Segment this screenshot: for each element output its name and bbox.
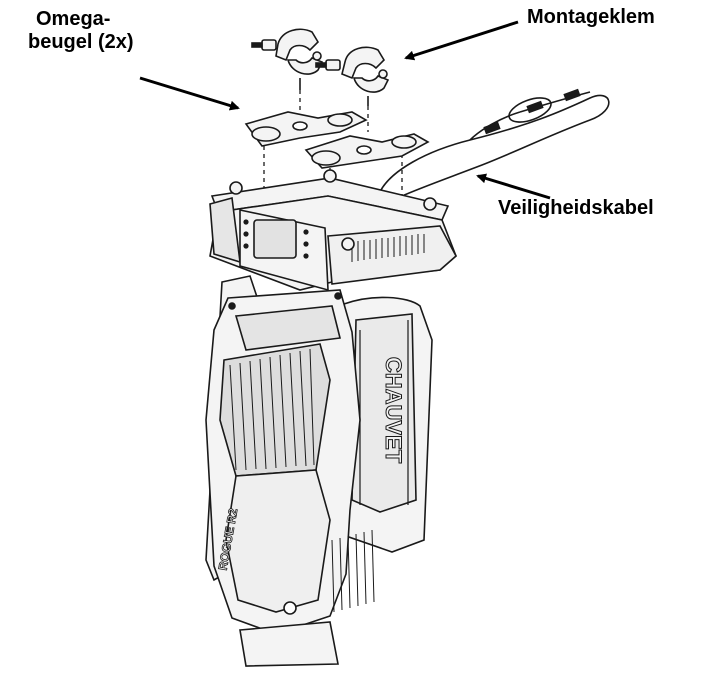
clamp-right — [315, 46, 390, 106]
arrow-cable — [476, 173, 551, 200]
mounting-clamps — [251, 28, 390, 106]
omega-brackets — [244, 111, 430, 169]
label-omega-bracket-line2: beugel (2x) — [28, 31, 134, 53]
lower-fins — [331, 529, 375, 613]
callout-arrows — [139, 20, 551, 200]
clamp-left — [251, 28, 324, 90]
base-vents — [351, 234, 425, 262]
head-cooling-fins — [229, 348, 315, 471]
label-safety-cable: Veiligheidskabel — [498, 197, 654, 219]
label-mounting-clamp: Montageklem — [527, 6, 655, 28]
control-buttons — [243, 219, 309, 259]
arrow-omega — [139, 76, 240, 111]
fixture-base — [209, 169, 458, 292]
arrow-clamp — [404, 20, 519, 61]
moving-head — [205, 289, 375, 667]
display-screen — [253, 219, 297, 259]
safety-cable — [377, 88, 610, 197]
label-omega-bracket-line1: Omega- — [36, 8, 111, 30]
brand-text: CHAUVET — [381, 357, 406, 464]
